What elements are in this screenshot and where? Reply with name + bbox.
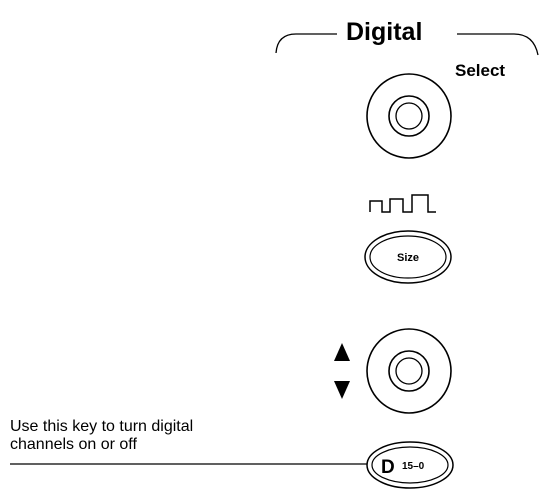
callout-text: Use this key to turn digital channels on…: [10, 418, 193, 454]
position-knob[interactable]: [366, 328, 452, 414]
rotary-knob-icon: [366, 328, 452, 414]
pulse-width-waveform-icon: [369, 194, 436, 213]
digital-button-range: 15–0: [402, 461, 425, 472]
size-button[interactable]: Size: [364, 230, 452, 284]
select-knob[interactable]: [366, 73, 452, 159]
callout-line-1: Use this key to turn digital: [10, 418, 194, 435]
digital-button-letter: D: [381, 457, 395, 478]
rotary-knob-icon: [366, 73, 452, 159]
triangle-down-icon: [334, 381, 350, 399]
callout-line-2: channels on or off: [10, 436, 137, 453]
digital-channels-button[interactable]: D 15–0: [366, 441, 454, 489]
section-title: Digital: [346, 18, 422, 46]
section-bracket: [275, 33, 539, 56]
triangle-up-icon: [334, 343, 350, 361]
select-label: Select: [455, 61, 505, 80]
size-button-label: Size: [397, 252, 419, 264]
